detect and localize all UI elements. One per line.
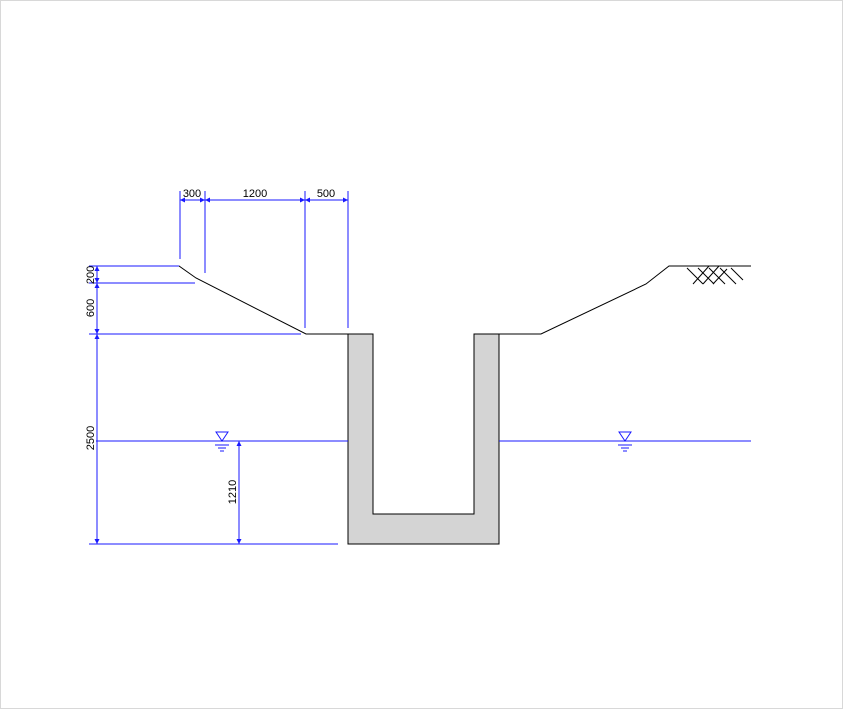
- water-level-icon: [215, 431, 229, 452]
- ground-line-left: [101, 265, 348, 335]
- dim-top-300: 300: [183, 188, 201, 200]
- dim-left-2500: 2500: [85, 426, 97, 450]
- dim-top-500: 500: [317, 188, 335, 200]
- dim-water-1210: 1210: [227, 480, 239, 504]
- dim-top-1200: 1200: [243, 188, 267, 200]
- left-dimension-chain: [89, 265, 338, 545]
- ground-line-right: [499, 265, 751, 335]
- dim-left-600: 600: [85, 299, 97, 317]
- concrete-channel: [347, 333, 500, 545]
- top-dimension-chain: [179, 191, 349, 328]
- water-level-icon: [618, 431, 632, 452]
- ground-hatch-icon: [671, 265, 751, 285]
- dim-left-200: 200: [85, 266, 97, 284]
